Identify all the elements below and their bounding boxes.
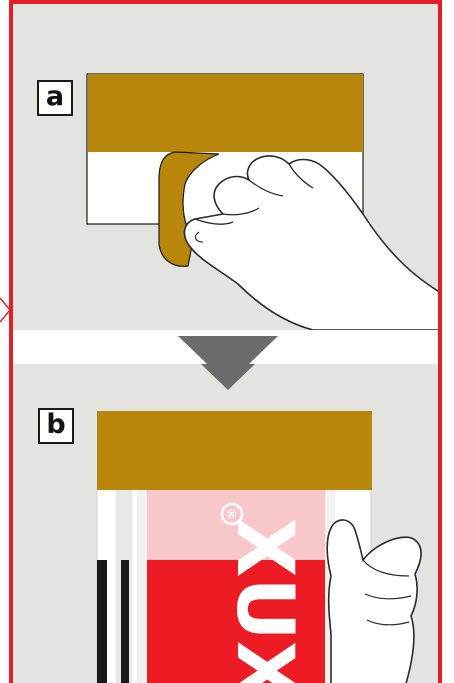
tape-strip (88, 74, 363, 152)
hand-holding-icon (327, 520, 421, 683)
step-a-illustration (13, 4, 438, 330)
step-divider (13, 330, 438, 364)
triangle-down-icon (13, 330, 438, 364)
step-a-panel (13, 4, 438, 330)
step-b-panel: ® XUX (13, 364, 438, 683)
hand-peeling-icon (184, 156, 438, 330)
connector-arrow-icon (0, 292, 14, 328)
step-b-illustration: ® XUX (13, 364, 438, 683)
step-label-a: a (37, 80, 73, 116)
triangle-down-icon-tail (201, 364, 255, 390)
tape-strip (97, 411, 372, 490)
instruction-frame: ® XUX a b (9, 0, 442, 683)
step-label-b: b (38, 408, 74, 444)
brand-letters: XUX (219, 517, 309, 683)
